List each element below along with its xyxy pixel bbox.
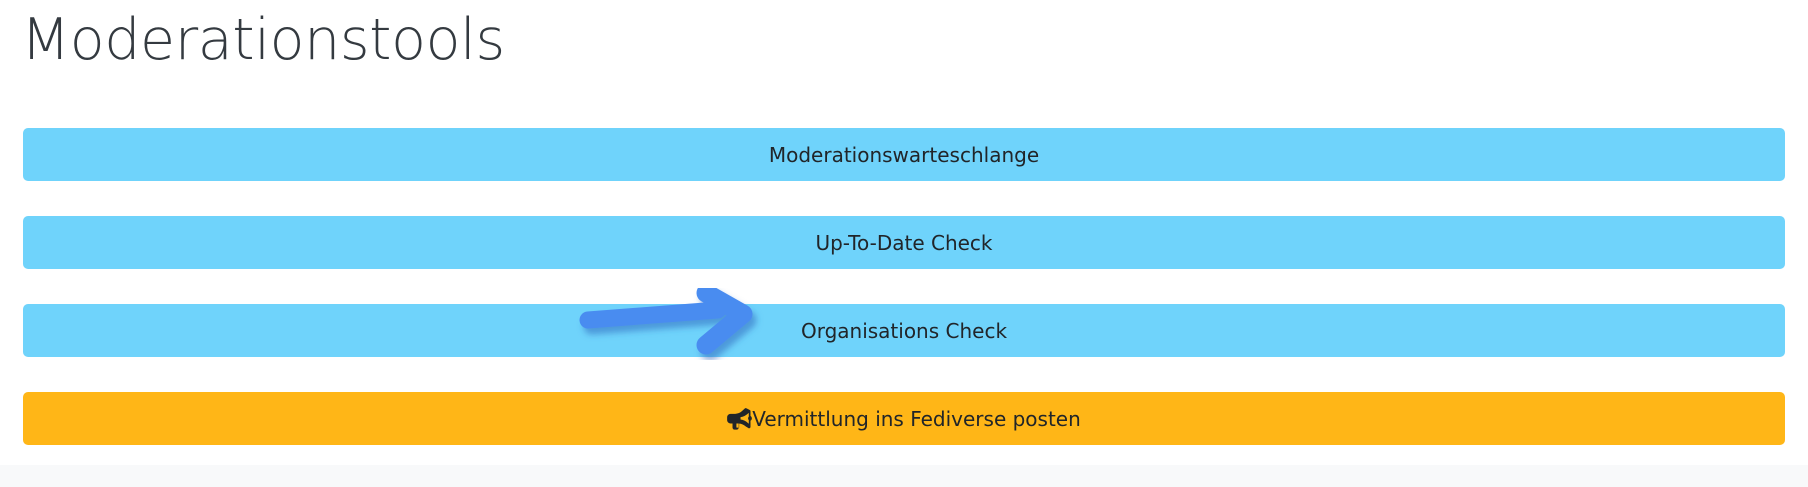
- footer-strip: [0, 465, 1808, 487]
- bullhorn-icon: [727, 407, 753, 430]
- moderation-queue-button-label: Moderationswarteschlange: [768, 142, 1040, 167]
- moderation-queue-button[interactable]: Moderationswarteschlange: [23, 128, 1785, 181]
- organisations-check-button[interactable]: Organisations Check: [23, 304, 1785, 357]
- post-to-fediverse-button[interactable]: Vermittlung ins Fediverse posten: [23, 392, 1785, 445]
- up-to-date-check-button[interactable]: Up-To-Date Check: [23, 216, 1785, 269]
- up-to-date-check-button-label: Up-To-Date Check: [815, 230, 993, 255]
- page-title: Moderationstools: [21, 7, 505, 73]
- post-to-fediverse-button-label: Vermittlung ins Fediverse posten: [752, 406, 1081, 431]
- moderation-tools-button-list: Moderationswarteschlange Up-To-Date Chec…: [23, 128, 1785, 445]
- organisations-check-button-label: Organisations Check: [800, 318, 1008, 343]
